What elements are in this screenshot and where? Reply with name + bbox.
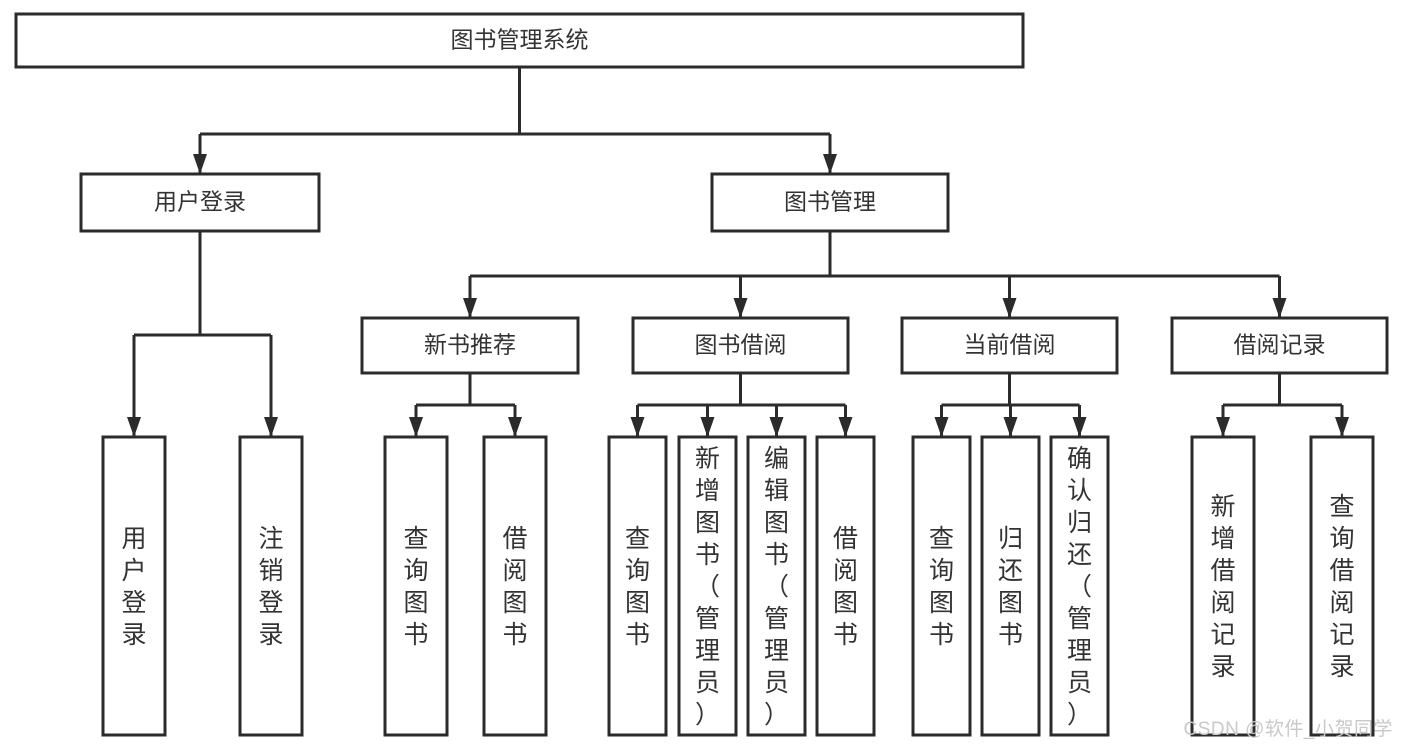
arrow-head-icon bbox=[463, 298, 477, 318]
node-box bbox=[1170, 316, 1389, 375]
node-label: 图书借阅 bbox=[695, 332, 787, 358]
connector-conn-currentborrow-bus bbox=[934, 373, 1087, 437]
node-leaf-add-book[interactable]: 新增图书（管理员） bbox=[677, 435, 738, 737]
node-label: 查询借阅记录 bbox=[1329, 493, 1354, 681]
node-box bbox=[746, 435, 807, 737]
node-label: 借阅记录 bbox=[1234, 332, 1326, 358]
node-box bbox=[1190, 435, 1256, 737]
arrow-head-icon bbox=[508, 417, 522, 437]
node-box bbox=[79, 172, 321, 233]
arrow-head-icon bbox=[1002, 298, 1017, 318]
node-book-borrow[interactable]: 图书借阅 bbox=[631, 316, 850, 375]
node-box bbox=[360, 316, 580, 375]
node-label: 借阅图书 bbox=[833, 525, 858, 649]
node-current-borrow[interactable]: 当前借阅 bbox=[900, 316, 1119, 375]
node-leaf-confirm-return[interactable]: 确认归还（管理员） bbox=[1049, 435, 1110, 737]
connector-conn-bookmanage-bus bbox=[463, 231, 1287, 318]
connector-conn-newbook-bus bbox=[409, 373, 522, 437]
node-box bbox=[101, 435, 167, 737]
node-borrow-record[interactable]: 借阅记录 bbox=[1170, 316, 1389, 375]
node-label: 新增图书（管理员） bbox=[695, 445, 720, 729]
node-label: 查询图书 bbox=[403, 525, 428, 649]
node-label: 新增借阅记录 bbox=[1210, 493, 1235, 681]
arrow-head-icon bbox=[1335, 417, 1349, 437]
node-label: 归还图书 bbox=[998, 525, 1023, 649]
node-box bbox=[1049, 435, 1110, 737]
arrow-head-icon bbox=[934, 417, 949, 437]
arrow-head-icon bbox=[1003, 417, 1018, 437]
connector-conn-userlogin-bus bbox=[127, 231, 278, 437]
node-root[interactable]: 图书管理系统 bbox=[14, 12, 1025, 69]
node-label: 图书管理 bbox=[784, 189, 876, 215]
node-box bbox=[980, 435, 1041, 737]
node-book-manage[interactable]: 图书管理 bbox=[710, 172, 950, 233]
node-box bbox=[911, 435, 972, 737]
node-label: 借阅图书 bbox=[502, 525, 527, 649]
node-label: 查询图书 bbox=[625, 525, 650, 649]
node-box bbox=[238, 435, 304, 737]
node-leaf-edit-book[interactable]: 编辑图书（管理员） bbox=[746, 435, 807, 737]
node-box bbox=[383, 435, 449, 737]
node-box bbox=[631, 316, 850, 375]
arrow-head-icon bbox=[823, 154, 837, 174]
node-label: 当前借阅 bbox=[964, 332, 1056, 358]
node-leaf-add-record[interactable]: 新增借阅记录 bbox=[1190, 435, 1256, 737]
node-label: 新书推荐 bbox=[424, 332, 516, 358]
node-new-book-rec[interactable]: 新书推荐 bbox=[360, 316, 580, 375]
node-box bbox=[815, 435, 876, 737]
arrow-head-icon bbox=[193, 154, 207, 174]
connector-conn-bookborrow-bus bbox=[630, 373, 853, 437]
node-box bbox=[607, 435, 668, 737]
arrow-head-icon bbox=[700, 417, 715, 437]
node-box bbox=[1309, 435, 1375, 737]
node-leaf-borrow-book-2[interactable]: 借阅图书 bbox=[815, 435, 876, 737]
node-leaf-return-book[interactable]: 归还图书 bbox=[980, 435, 1041, 737]
node-box bbox=[710, 172, 950, 233]
arrow-head-icon bbox=[127, 417, 141, 437]
arrow-head-icon bbox=[409, 417, 423, 437]
node-label: 查询图书 bbox=[929, 525, 954, 649]
arrow-head-icon bbox=[630, 417, 645, 437]
node-label: 编辑图书（管理员） bbox=[764, 445, 789, 729]
node-box bbox=[900, 316, 1119, 375]
node-label: 图书管理系统 bbox=[451, 27, 589, 53]
node-label: 注销登录 bbox=[258, 525, 283, 649]
arrow-head-icon bbox=[1216, 417, 1230, 437]
arrow-head-icon bbox=[1072, 417, 1087, 437]
arrow-head-icon bbox=[264, 417, 278, 437]
arrow-head-icon bbox=[1272, 298, 1287, 318]
node-leaf-query-book-1[interactable]: 查询图书 bbox=[383, 435, 449, 737]
connector-conn-root-bus bbox=[193, 67, 837, 174]
connector-conn-borrowrecord-bus bbox=[1216, 373, 1349, 437]
node-leaf-logout[interactable]: 注销登录 bbox=[238, 435, 304, 737]
arrow-head-icon bbox=[769, 417, 784, 437]
node-user-login[interactable]: 用户登录 bbox=[79, 172, 321, 233]
arrow-head-icon bbox=[733, 298, 748, 318]
connector-layer bbox=[127, 67, 1349, 437]
node-leaf-user-login[interactable]: 用户登录 bbox=[101, 435, 167, 737]
node-label: 确认归还（管理员） bbox=[1067, 445, 1092, 729]
node-box bbox=[482, 435, 548, 737]
node-layer: 图书管理系统用户登录图书管理新书推荐图书借阅当前借阅借阅记录用户登录注销登录查询… bbox=[14, 12, 1389, 737]
node-label: 用户登录 bbox=[121, 525, 146, 649]
node-leaf-query-book-2[interactable]: 查询图书 bbox=[607, 435, 668, 737]
node-leaf-borrow-book-1[interactable]: 借阅图书 bbox=[482, 435, 548, 737]
node-box bbox=[677, 435, 738, 737]
arrow-head-icon bbox=[838, 417, 853, 437]
node-leaf-query-book-3[interactable]: 查询图书 bbox=[911, 435, 972, 737]
node-label: 用户登录 bbox=[154, 189, 246, 215]
node-box bbox=[14, 12, 1025, 69]
node-leaf-query-record[interactable]: 查询借阅记录 bbox=[1309, 435, 1375, 737]
